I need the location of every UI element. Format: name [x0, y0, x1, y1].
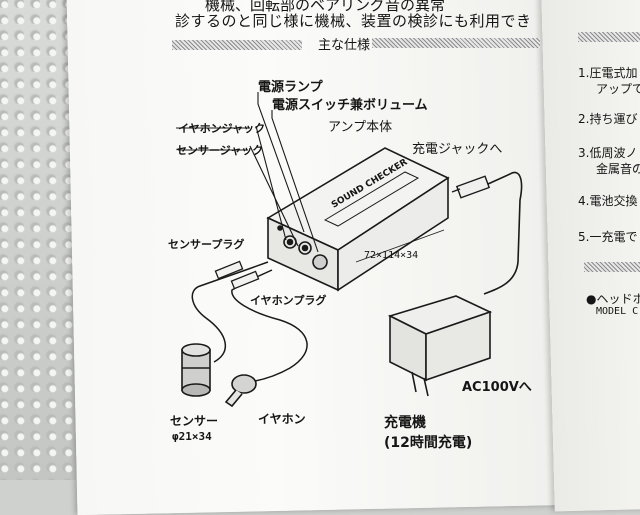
top-text-line1: 機械、回転部のベアリング音の異常: [205, 0, 446, 14]
right-item-2: 2.持ち運び: [578, 112, 638, 126]
sensor-plug: [214, 260, 244, 280]
section-band-left: [172, 40, 302, 50]
earphone-cable: [231, 269, 308, 383]
section-title: 主な仕様: [318, 38, 371, 53]
label-charge-time: (12時間充電): [384, 435, 473, 451]
right-model: MODEL C: [596, 306, 639, 317]
charger-cable: [483, 171, 523, 295]
dimension-line: [355, 229, 445, 263]
label-sensor-jack: センサージャック: [176, 144, 264, 157]
right-headphone: ●ヘッドホ: [586, 292, 640, 306]
right-item-4: 4.電池交換: [578, 194, 638, 208]
label-charger: 充電機: [384, 415, 426, 431]
ac-adapter: [387, 295, 493, 397]
label-sensor: センサー: [170, 414, 219, 428]
right-item-3: 3.低周波ノ: [578, 146, 638, 160]
right-item-3b: 金属音の: [596, 162, 640, 176]
sensor-body: [181, 343, 211, 397]
product-diagram: [176, 92, 523, 408]
label-power-switch-volume: 電源スイッチ兼ボリューム: [272, 98, 428, 113]
label-amp-body: アンプ本体: [328, 120, 393, 135]
earphone-body: [224, 374, 257, 408]
label-power-lamp: 電源ランプ: [258, 80, 323, 95]
right-band-mid: [584, 262, 640, 272]
right-item-1: 1.圧電式加: [578, 66, 638, 80]
right-item-5: 5.一充電で: [578, 230, 638, 244]
label-charge-jack: 充電ジャックへ: [412, 142, 503, 157]
right-item-1b: アップで: [596, 82, 640, 96]
label-ac100v: AC100Vへ: [462, 380, 532, 395]
leader-lines: [176, 92, 319, 253]
label-dimensions: 72×114×34: [364, 250, 419, 261]
sensor-cable: [191, 261, 269, 363]
charge-plug: [451, 175, 491, 199]
label-earphone-plug: イヤホンプラグ: [250, 294, 327, 307]
amp-body: [266, 147, 450, 292]
label-earphone: イヤホン: [258, 412, 306, 426]
label-sensor-size: φ21×34: [172, 430, 212, 443]
section-band-right: [372, 38, 540, 48]
label-sensor-plug: センサープラグ: [168, 238, 245, 251]
earphone-plug: [230, 270, 260, 290]
brand-plate: [323, 171, 420, 227]
label-earphone-jack: イヤホンジャック: [178, 122, 266, 135]
top-text-line2: 診するのと同じ様に機械、装置の検診にも利用でき: [175, 12, 532, 30]
right-band-top: [578, 32, 640, 42]
